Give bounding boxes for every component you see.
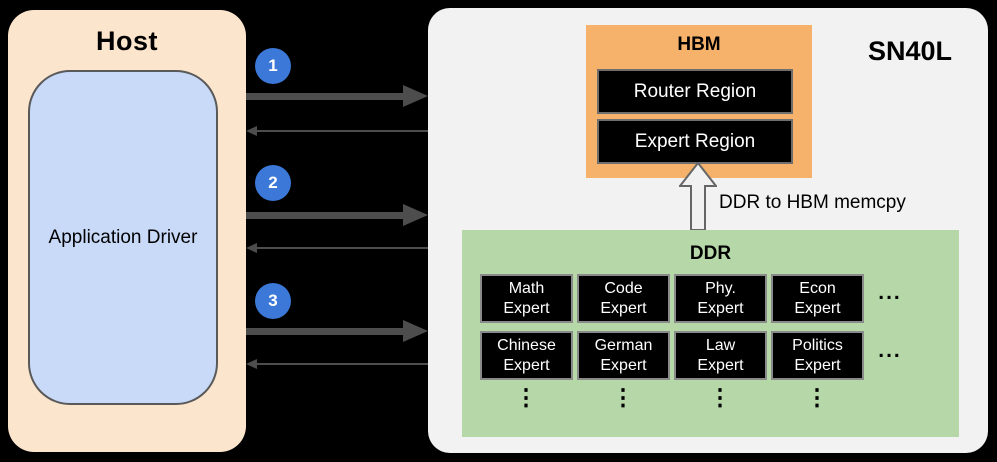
expert-region-label: Expert Region [634, 130, 756, 152]
expert-suffix: Expert [600, 299, 647, 317]
more-experts-col3-ellipsis: ⋮ [708, 384, 732, 410]
memcpy-up-arrow-icon [679, 162, 717, 231]
ddr-title: DDR [689, 243, 732, 264]
hbm-box: HBM Router Region Expert Region [586, 25, 812, 178]
expert-cell-econ: Econ Expert [771, 274, 864, 323]
expert-region-box: Expert Region [597, 119, 793, 164]
expert-suffix: Expert [697, 356, 744, 374]
expert-name: Code [604, 279, 643, 297]
expert-cell-law: Law Expert [674, 331, 767, 380]
step-number-2: 2 [268, 173, 278, 192]
expert-suffix: Expert [503, 299, 550, 317]
memcpy-label: DDR to HBM memcpy [719, 192, 906, 213]
step-badge-3: 3 [255, 283, 291, 319]
ddr-box: DDR Math Expert Code Expert Phy. Expert … [462, 230, 959, 437]
expert-suffix: Expert [697, 299, 744, 317]
request-arrow-2-icon [246, 204, 428, 226]
step-badge-1: 1 [255, 48, 291, 84]
router-region-label: Router Region [633, 80, 757, 102]
request-arrow-3-icon [246, 320, 428, 342]
application-driver-box: Application Driver [28, 70, 218, 405]
expert-name: Econ [799, 279, 836, 297]
response-arrow-2-icon [246, 243, 428, 253]
more-experts-row1-ellipsis: ... [878, 281, 902, 304]
expert-cell-chinese: Chinese Expert [480, 331, 573, 380]
host-box: Host Application Driver [8, 10, 246, 452]
sn40l-label: SN40L [868, 36, 953, 66]
expert-cell-math: Math Expert [480, 274, 573, 323]
more-experts-row2-ellipsis: ... [878, 339, 902, 362]
expert-cell-politics: Politics Expert [771, 331, 864, 380]
expert-suffix: Expert [503, 356, 550, 374]
step-number-3: 3 [268, 291, 278, 310]
expert-name: German [594, 336, 653, 354]
response-arrow-3-icon [246, 359, 428, 369]
expert-cell-phy: Phy. Expert [674, 274, 767, 323]
router-region-box: Router Region [597, 69, 793, 114]
more-experts-col4-ellipsis: ⋮ [805, 384, 829, 410]
expert-cell-code: Code Expert [577, 274, 670, 323]
more-experts-col2-ellipsis: ⋮ [611, 384, 635, 410]
sn40l-box: SN40L HBM Router Region Expert Region DD… [428, 8, 988, 453]
response-arrow-1-icon [246, 126, 428, 136]
expert-suffix: Expert [600, 356, 647, 374]
expert-suffix: Expert [794, 299, 841, 317]
expert-cell-german: German Expert [577, 331, 670, 380]
application-driver-label: Application Driver [48, 226, 198, 248]
expert-name: Politics [792, 336, 843, 354]
step-number-1: 1 [268, 56, 278, 75]
more-experts-col1-ellipsis: ⋮ [514, 384, 538, 410]
host-title: Host [96, 26, 158, 56]
expert-name: Chinese [497, 336, 556, 354]
hbm-title: HBM [677, 34, 721, 55]
expert-name: Law [705, 336, 736, 354]
expert-name: Math [508, 279, 545, 297]
request-arrow-1-icon [246, 85, 428, 107]
expert-name: Phy. [705, 279, 736, 297]
step-badge-2: 2 [255, 165, 291, 201]
expert-suffix: Expert [794, 356, 841, 374]
